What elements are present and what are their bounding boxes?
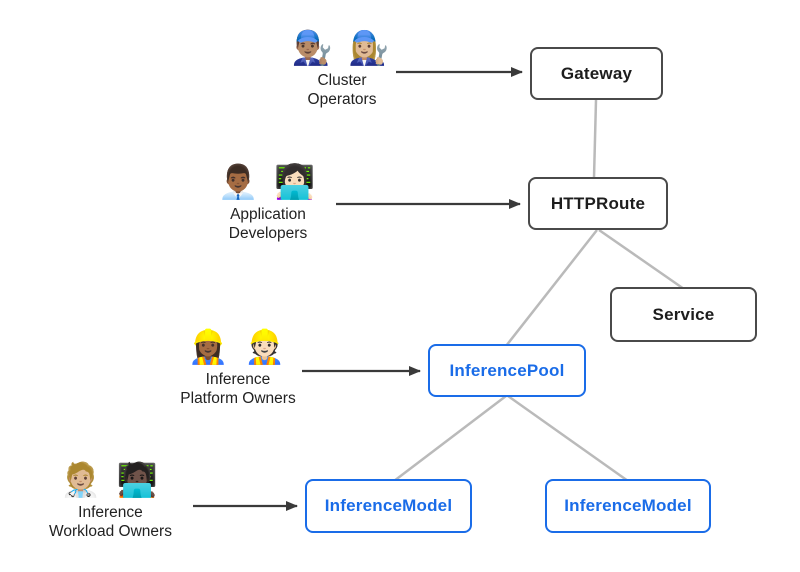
node-service: Service bbox=[610, 287, 757, 342]
actor-inference-workload-owners-label: Inference Workload Owners bbox=[49, 503, 172, 540]
node-inference-model-left: InferenceModel bbox=[305, 479, 472, 533]
construction-worker-people-icon: 👷🏾‍♀️ 👷🏻 bbox=[187, 328, 289, 365]
actor-application-developers: 👨🏾‍💼 👩🏻‍💻 Application Developers bbox=[188, 163, 348, 244]
node-gateway: Gateway bbox=[530, 47, 663, 100]
actor-cluster-operators: 👨🏽‍🔧 👩🏼‍🔧 Cluster Operators bbox=[262, 29, 422, 110]
edge-inferencepool-inferencemodel-left bbox=[393, 395, 507, 482]
node-httproute-label: HTTPRoute bbox=[550, 193, 646, 213]
actor-cluster-operators-label: Cluster Operators bbox=[307, 71, 377, 108]
actor-inference-platform-owners-label: Inference Platform Owners bbox=[180, 370, 296, 407]
node-inference-model-right-label: InferenceModel bbox=[564, 496, 692, 515]
actor-application-developers-label: Application Developers bbox=[228, 205, 308, 242]
edge-inferencepool-inferencemodel-right bbox=[507, 394, 629, 483]
actor-inference-platform-owners: 👷🏾‍♀️ 👷🏻 Inference Platform Owners bbox=[148, 328, 328, 409]
node-inference-pool: InferencePool bbox=[428, 344, 586, 397]
node-gateway-label: Gateway bbox=[560, 63, 633, 83]
mechanic-people-icon: 👨🏽‍🔧 👩🏼‍🔧 bbox=[291, 29, 393, 66]
health-worker-technologist-icon: 🧑🏼‍⚕️ 🧑🏿‍💻 bbox=[60, 461, 161, 498]
actor-inference-workload-owners: 🧑🏼‍⚕️ 🧑🏿‍💻 Inference Workload Owners bbox=[18, 461, 203, 542]
office-worker-technologist-icon: 👨🏾‍💼 👩🏻‍💻 bbox=[217, 163, 319, 200]
edge-httproute-inferencepool bbox=[505, 229, 598, 347]
edge-httproute-service bbox=[598, 228, 685, 291]
node-inference-model-right: InferenceModel bbox=[545, 479, 711, 533]
edge-gateway-httproute bbox=[592, 99, 598, 179]
node-service-label: Service bbox=[652, 304, 715, 324]
node-httproute: HTTPRoute bbox=[528, 177, 668, 230]
node-inference-pool-label: InferencePool bbox=[449, 360, 565, 380]
node-inference-model-left-label: InferenceModel bbox=[324, 496, 453, 515]
